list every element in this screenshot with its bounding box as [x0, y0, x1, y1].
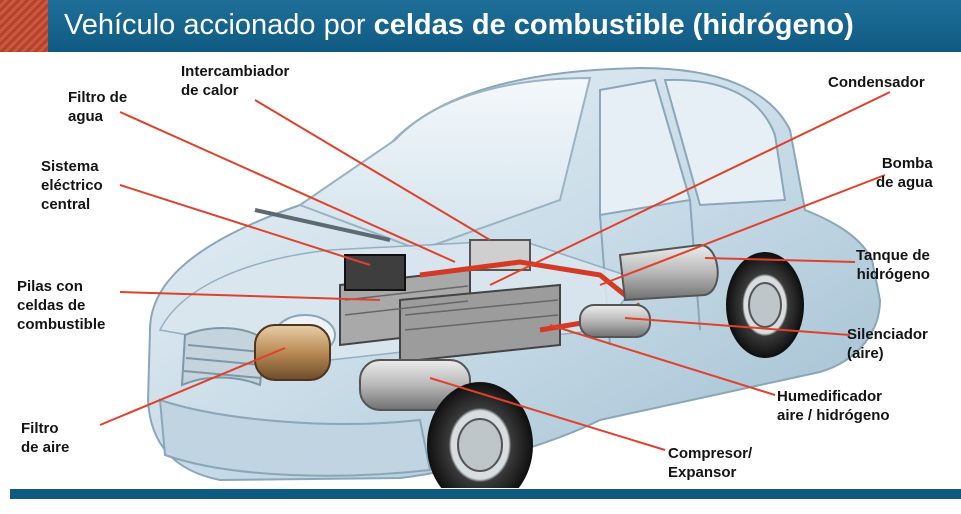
rear-wheel: [726, 252, 804, 358]
front-bumper: [158, 398, 432, 477]
label-bomba-de-agua: Bomba de agua: [876, 155, 933, 191]
leader-sistema-electrico: [119, 184, 371, 266]
leader-filtro-agua: [119, 111, 456, 263]
footer-rule: [10, 489, 961, 499]
front-wheel: [427, 382, 533, 488]
silencer: [579, 304, 651, 338]
air-filter: [254, 324, 331, 381]
label-pilas-celdas-combustible: Pilas con celdas de combustible: [17, 278, 106, 333]
leader-tanque: [704, 257, 856, 263]
banner-accent: [0, 0, 48, 52]
page-title: Vehículo accionado por celdas de combust…: [64, 7, 854, 43]
leader-compresor: [429, 377, 666, 451]
label-intercambiador-de-calor: Intercambiador de calor: [181, 63, 290, 99]
leader-lines: [99, 91, 891, 451]
label-condensador: Condensador: [828, 74, 925, 91]
title-regular: Vehículo accionado por: [64, 9, 374, 41]
leader-condensador: [489, 91, 891, 286]
label-sistema-electrico-central: Sistema eléctrico central: [41, 158, 103, 213]
leader-humedificador: [549, 324, 776, 396]
leader-intercambiador: [254, 99, 491, 241]
leader-bomba-agua: [599, 174, 886, 286]
label-compresor-expansor: Compresor/ Expansor: [668, 445, 753, 481]
leader-pilas: [119, 291, 381, 301]
grille: [180, 327, 267, 387]
car-illustration: [99, 66, 891, 488]
label-silenciador: Silenciador (aire): [847, 326, 928, 362]
label-tanque-de-hidrogeno: Tanque de hidrógeno: [856, 247, 930, 283]
leader-filtro-aire: [99, 347, 286, 426]
leader-silenciador: [624, 317, 851, 336]
windshield: [297, 76, 592, 252]
label-filtro-de-aire: Filtro de aire: [21, 420, 70, 456]
wiper: [254, 208, 391, 242]
title-banner: Vehículo accionado por celdas de combust…: [0, 0, 961, 52]
label-filtro-de-agua: Filtro de agua: [68, 89, 128, 125]
label-humedificador: Humedificador aire / hidrógeno: [777, 388, 890, 424]
title-bold: celdas de combustible (hidrógeno): [373, 9, 854, 41]
